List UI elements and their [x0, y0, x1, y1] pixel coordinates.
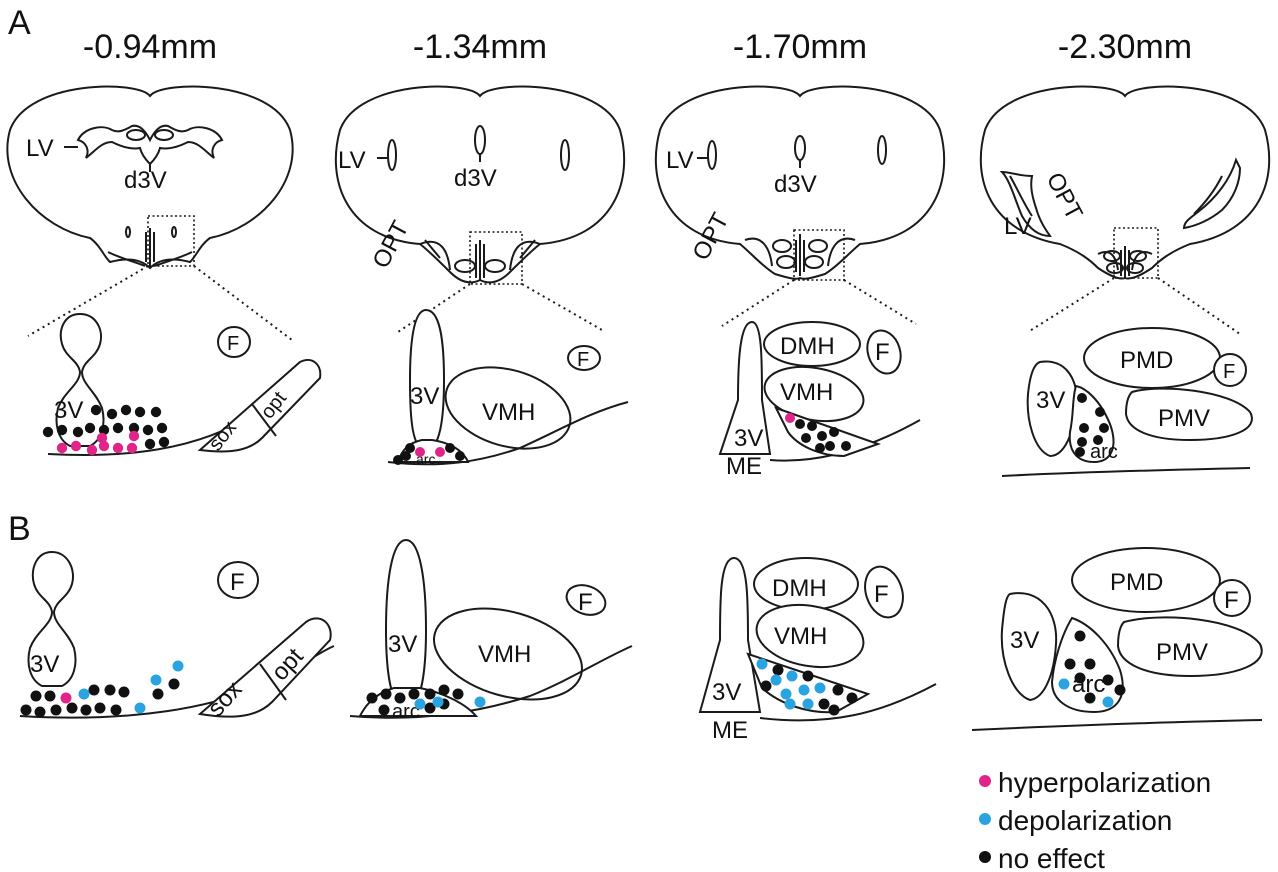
d3v-label-1: d3V [124, 167, 167, 194]
v3-label-b3: 3V [712, 679, 741, 706]
f-label-a2: F [577, 349, 589, 371]
legend-swatch-hyperpolarization [979, 775, 991, 787]
cell-dots-b3 [756, 658, 858, 716]
inset-b2: 3V VMH F arc [349, 538, 633, 723]
depth-heading-4: -2.30mm [1058, 28, 1192, 66]
me-label-b3: ME [712, 717, 748, 744]
dmh-label-a3: DMH [780, 333, 835, 360]
cell-dots-b2 [366, 684, 486, 716]
f-label-b2: F [578, 589, 593, 616]
lv-label-3: LV [666, 147, 694, 174]
depth-heading-1: -0.94mm [83, 28, 217, 66]
lv-label-2: LV [338, 147, 366, 174]
cell-dots-a2 [393, 443, 465, 465]
pmd-label-b4: PMD [1110, 569, 1163, 596]
lv-label-4: LV [1004, 213, 1032, 240]
inset-b4: PMD F PMV 3V arc [971, 547, 1263, 731]
vmh-label-b3: VMH [774, 623, 827, 650]
cell-dots-b1 [20, 660, 184, 718]
inset-a1: 3V F sox opt [42, 312, 322, 457]
arc-label-b2: arc [392, 701, 420, 723]
depth-heading-3: -1.70mm [733, 28, 867, 66]
brain-section-3: LV d3V OPT [654, 85, 946, 327]
f-label-a4: F [1223, 361, 1235, 383]
inset-a4: PMD F PMV 3V arc [1001, 327, 1253, 477]
cell-dots-a1 [42, 404, 170, 456]
depth-heading-2: -1.34mm [413, 28, 547, 66]
legend-label-hyperpolarization: hyperpolarization [998, 767, 1211, 798]
lv-label-1: LV [26, 135, 54, 162]
inset-a3: 3V ME DMH F VMH [718, 320, 921, 480]
pmd-label-a4: PMD [1120, 347, 1173, 374]
legend: hyperpolarization depolarization no effe… [979, 767, 1211, 872]
d3v-label-3: d3V [774, 171, 817, 198]
v3-label-b1: 3V [30, 651, 59, 678]
v3-label-b2: 3V [388, 631, 417, 658]
legend-label-depolarization: depolarization [998, 805, 1172, 836]
f-label-b4: F [1224, 587, 1239, 614]
inset-a2: 3V VMH F arc [387, 308, 629, 467]
d3v-label-2: d3V [454, 165, 497, 192]
vmh-label-a2: VMH [482, 399, 535, 426]
pmv-label-b4: PMV [1156, 639, 1208, 666]
brain-section-2: LV d3V OPT [334, 85, 626, 333]
pmv-label-a4: PMV [1158, 405, 1210, 432]
f-label-b1: F [230, 569, 245, 596]
panel-label-b: B [8, 510, 31, 548]
legend-swatch-depolarization [979, 813, 991, 825]
v3-label-a2: 3V [410, 383, 439, 410]
v3-label-a4: 3V [1036, 387, 1065, 414]
vmh-label-a3: VMH [780, 379, 833, 406]
opt-upper-label-2: OPT [367, 216, 414, 273]
v3-label-a3: 3V [734, 425, 763, 452]
dmh-label-b3: DMH [772, 575, 827, 602]
f-label-a1: F [227, 333, 239, 355]
v3-label-b4: 3V [1010, 627, 1039, 654]
cell-dots-a3 [785, 413, 851, 453]
cell-dots-a4 [1075, 393, 1109, 457]
opt-upper-label-3: OPT [687, 208, 734, 265]
me-label-a3: ME [726, 453, 762, 480]
brain-section-4: LV OPT [979, 85, 1271, 335]
v3-label-a1: 3V [54, 397, 83, 424]
legend-swatch-no-effect [979, 851, 991, 863]
f-label-b3: F [874, 581, 889, 608]
vmh-label-b2: VMH [478, 641, 531, 668]
arc-label-a4: arc [1090, 441, 1118, 463]
brain-section-1: LV d3V [6, 85, 294, 341]
inset-b1: 3V F sox opt [19, 550, 335, 722]
legend-label-no-effect: no effect [998, 843, 1105, 872]
inset-b3: 3V ME DMH F VMH [698, 556, 937, 744]
opt-upper-label-4: OPT [1041, 168, 1088, 225]
panel-label-a: A [8, 4, 31, 42]
cell-dots-b4 [1058, 630, 1126, 708]
f-label-a3: F [875, 339, 890, 366]
